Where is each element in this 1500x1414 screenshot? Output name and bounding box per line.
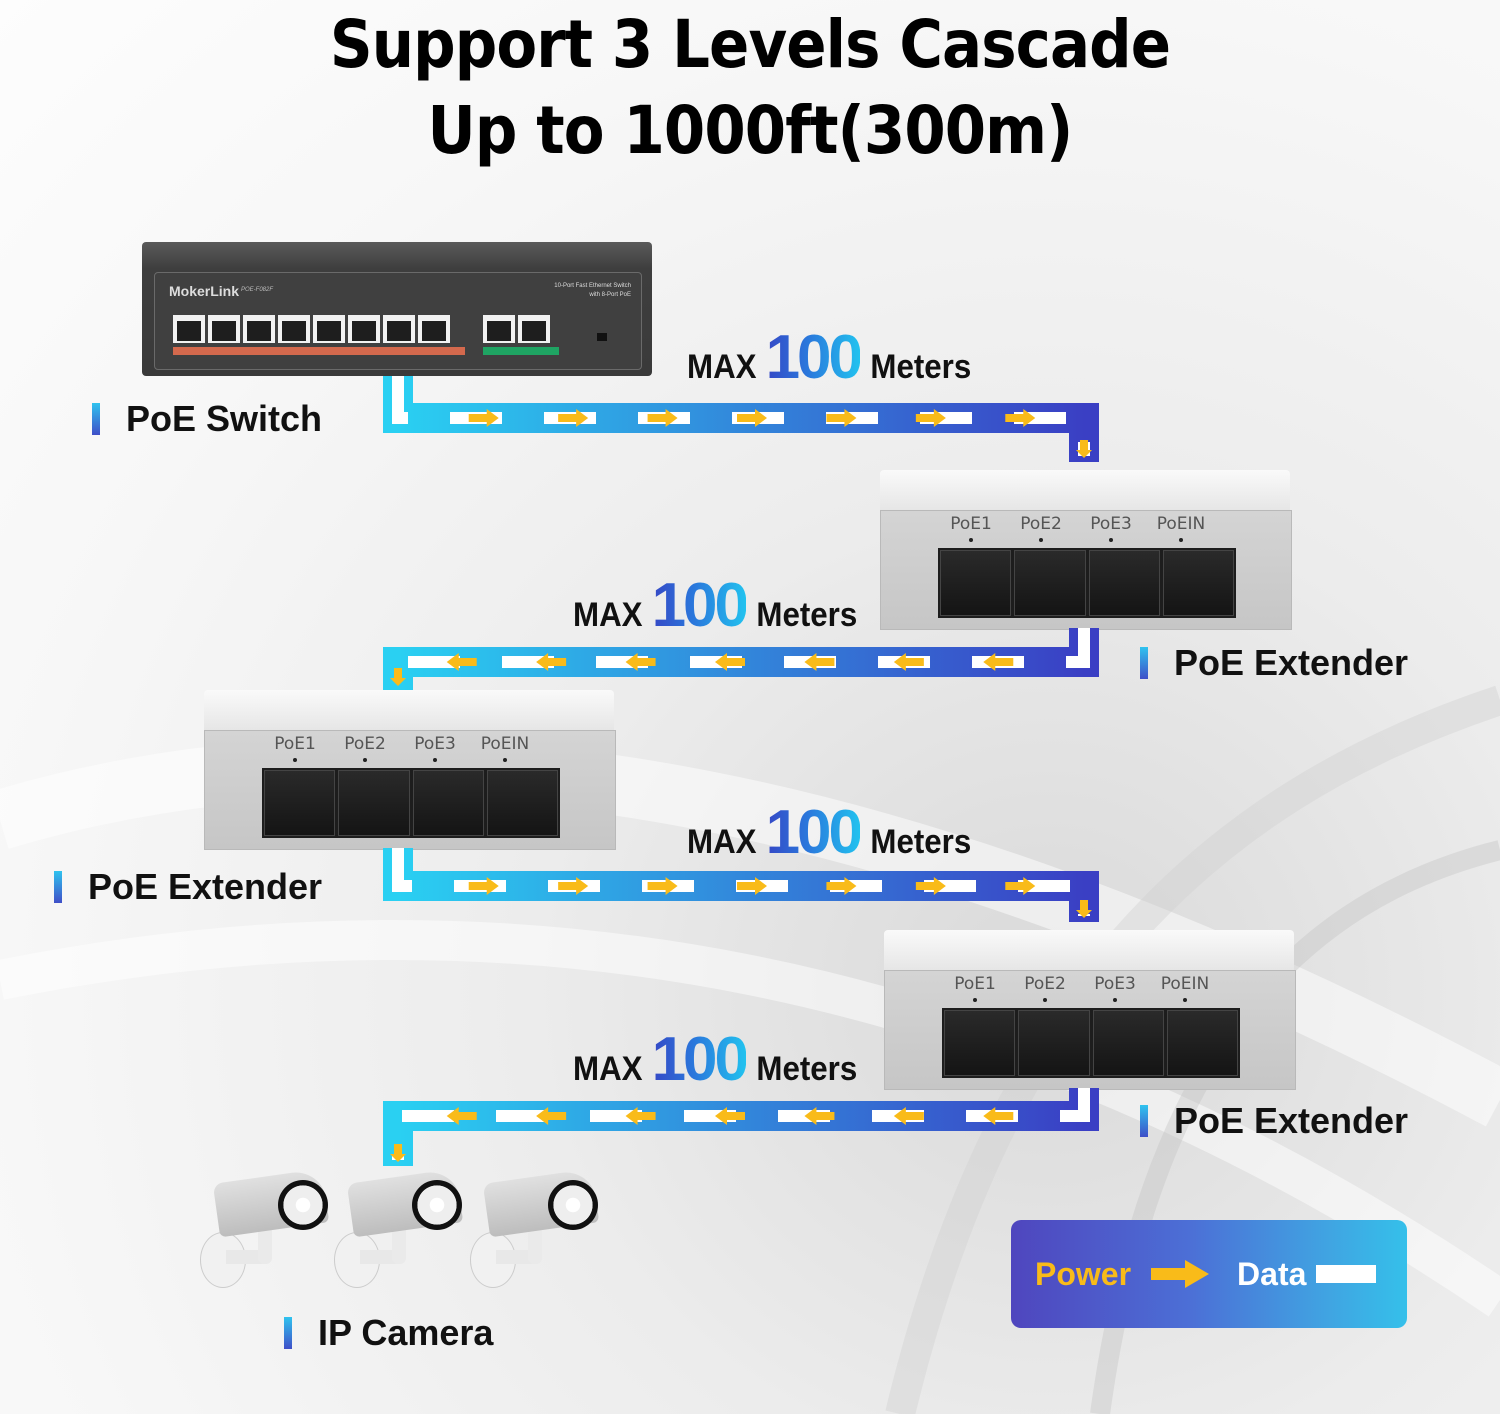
power-arrow-icon: [915, 409, 946, 427]
extender-ports: [938, 548, 1236, 618]
power-arrow-icon: [826, 877, 857, 895]
extender-port-labels: PoE1 PoE2 PoE3 PoEIN: [936, 514, 1216, 542]
extender-port-labels: PoE1 PoE2 PoE3 PoEIN: [260, 734, 540, 762]
cable-run-4: [383, 1088, 1099, 1166]
poe-extender-3-label: PoE Extender: [1140, 1100, 1408, 1142]
cable-body: [383, 1088, 1099, 1166]
poe-switch: MokerLink POE-F082F 10-Port Fast Etherne…: [142, 242, 652, 376]
power-arrow-icon: [446, 1107, 477, 1125]
rj45-port: [383, 315, 415, 343]
power-arrow-icon: [468, 409, 499, 427]
ip-camera-3: [470, 1166, 606, 1288]
power-arrow-icon: [1151, 1260, 1210, 1288]
power-arrow-icon: [715, 1107, 745, 1125]
camera-lens-icon: [412, 1180, 462, 1230]
legend-data-label: Data: [1237, 1255, 1307, 1292]
power-arrow-icon: [536, 653, 567, 671]
uplink-port-strip: [483, 347, 559, 355]
legend: Power Data: [1011, 1220, 1407, 1328]
cable-run-3: [383, 848, 1099, 922]
power-arrow-icon: [893, 653, 924, 671]
power-arrow-icon: [468, 877, 499, 895]
label-bar-icon: [284, 1317, 292, 1349]
rj45-port: [313, 315, 345, 343]
rj45-port: [483, 315, 515, 343]
ip-camera-label: IP Camera: [284, 1312, 493, 1354]
switch-poe-ports: [173, 315, 450, 343]
power-arrow-icon: [625, 1107, 656, 1125]
power-arrow-icon: [983, 1107, 1014, 1125]
rj45-port: [243, 315, 275, 343]
rj45-port: [518, 315, 550, 343]
power-arrow-icon: [737, 409, 767, 427]
power-arrow-icon: [558, 877, 589, 895]
power-arrow-icon: [1005, 877, 1036, 895]
data-dashes: [392, 1088, 1090, 1160]
power-arrow-icon: [983, 653, 1014, 671]
power-arrow-icon: [737, 877, 767, 895]
rj45-port: [278, 315, 310, 343]
power-arrow-icon: [446, 653, 477, 671]
poe-extender-2: PoE1 PoE2 PoE3 PoEIN: [204, 690, 616, 860]
poe-port-strip: [173, 347, 465, 355]
title-line-2: Up to 1000ft(300m): [427, 92, 1074, 169]
switch-model: POE-F082F: [241, 287, 274, 293]
power-arrow-icon: [1005, 409, 1036, 427]
label-bar-icon: [1140, 1105, 1148, 1137]
power-arrow-icon: [804, 1107, 835, 1125]
ip-camera-2: [334, 1166, 470, 1288]
camera-lens-icon: [278, 1180, 328, 1230]
power-arrow-icon: [558, 409, 589, 427]
switch-description: 10-Port Fast Ethernet Switch with 8-Port…: [554, 283, 631, 298]
rj45-port: [208, 315, 240, 343]
rj45-port: [348, 315, 380, 343]
power-arrow-icon: [647, 409, 678, 427]
power-down-arrow-icon: [1076, 440, 1092, 458]
title-line-1: Support 3 Levels Cascade: [329, 6, 1171, 83]
power-arrow-icon: [647, 877, 678, 895]
label-bar-icon: [1140, 647, 1148, 679]
data-dash-icon: [1316, 1265, 1377, 1283]
label-bar-icon: [92, 403, 100, 435]
cable-run-1: [383, 376, 1099, 462]
power-arrow-icon: [536, 1107, 567, 1125]
poe-switch-label: PoE Switch: [92, 398, 322, 440]
power-arrow-icon: [804, 653, 835, 671]
switch-uplink-ports: [483, 315, 550, 343]
power-arrow-icon: [893, 1107, 924, 1125]
poe-extender-1: PoE1 PoE2 PoE3 PoEIN: [880, 470, 1292, 640]
poe-extender-3: PoE1 PoE2 PoE3 PoEIN: [884, 930, 1296, 1100]
power-arrow-icon: [826, 409, 857, 427]
legend-power-label: Power: [1035, 1255, 1132, 1292]
power-arrow-icon: [625, 653, 656, 671]
ip-camera-1: [200, 1166, 336, 1288]
extender-ports: [262, 768, 560, 838]
power-down-arrow-icon: [1076, 900, 1092, 918]
extender-ports: [942, 1008, 1240, 1078]
extender-port-labels: PoE1 PoE2 PoE3 PoEIN: [940, 974, 1220, 1002]
poe-extender-1-label: PoE Extender: [1140, 642, 1408, 684]
power-down-arrow-icon: [390, 1144, 406, 1162]
power-arrow-icon: [715, 653, 745, 671]
camera-lens-icon: [548, 1180, 598, 1230]
switch-brand: MokerLink: [169, 283, 240, 299]
cable-run-2: [383, 628, 1099, 690]
poe-extender-2-label: PoE Extender: [54, 866, 322, 908]
rj45-port: [173, 315, 205, 343]
power-down-arrow-icon: [390, 668, 406, 686]
switch-front-panel: MokerLink POE-F082F 10-Port Fast Etherne…: [154, 272, 642, 370]
label-bar-icon: [54, 871, 62, 903]
rj45-port: [418, 315, 450, 343]
power-arrow-icon: [915, 877, 946, 895]
mode-switch: [597, 333, 607, 341]
